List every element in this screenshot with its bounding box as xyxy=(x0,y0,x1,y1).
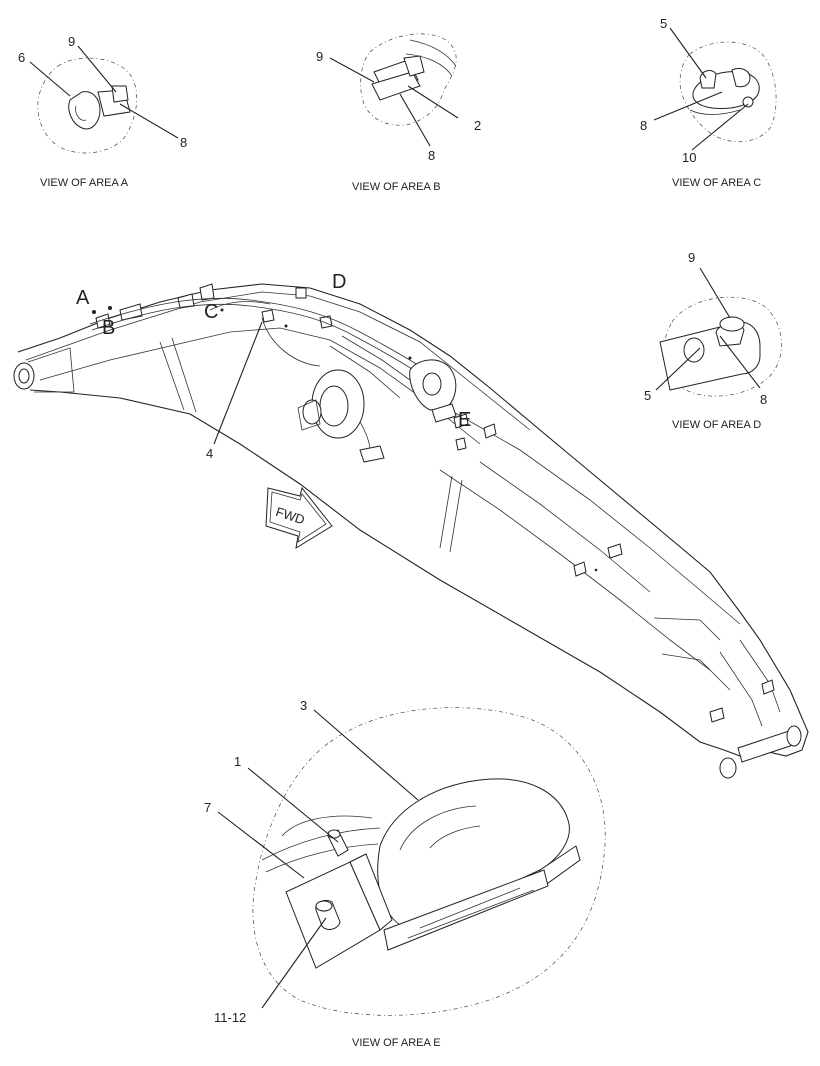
forward-arrow: FWD xyxy=(265,486,333,549)
callout-1: 1 xyxy=(234,754,241,769)
area-label-c: C xyxy=(204,301,218,323)
area-label-b: B xyxy=(102,317,115,339)
callout-7: 7 xyxy=(204,800,211,815)
area-label-e: E xyxy=(458,409,471,431)
view-area-a: 6 9 8 VIEW OF AREA A xyxy=(18,34,187,189)
view-area-c: 5 8 10 VIEW OF AREA C xyxy=(640,16,777,189)
callout-10: 10 xyxy=(682,150,696,165)
callout-4: 4 xyxy=(206,446,213,461)
area-label-d: D xyxy=(332,271,346,293)
callout-3: 3 xyxy=(300,698,307,713)
view-caption-e: VIEW OF AREA E xyxy=(352,1037,441,1049)
callout-9: 9 xyxy=(68,34,75,49)
callout-5: 5 xyxy=(644,388,651,403)
callout-8: 8 xyxy=(640,118,647,133)
view-caption-d: VIEW OF AREA D xyxy=(672,419,761,431)
callout-8: 8 xyxy=(180,135,187,150)
callout-8: 8 xyxy=(428,148,435,163)
view-caption-c: VIEW OF AREA C xyxy=(672,177,761,189)
view-area-d: 9 8 5 VIEW OF AREA D xyxy=(644,250,782,431)
callout-9: 9 xyxy=(316,49,323,64)
area-label-a: A xyxy=(76,287,90,309)
callout-5: 5 xyxy=(660,16,667,31)
view-caption-b: VIEW OF AREA B xyxy=(352,181,441,193)
callout-9: 9 xyxy=(688,250,695,265)
view-area-b: 9 2 8 VIEW OF AREA B xyxy=(316,33,481,193)
callout-6: 6 xyxy=(18,50,25,65)
view-area-e: 3 1 7 11-12 VIEW OF AREA E xyxy=(204,698,606,1049)
view-caption-a: VIEW OF AREA A xyxy=(40,177,129,189)
boom-assembly: A B C D E 4 xyxy=(13,271,809,779)
callout-2: 2 xyxy=(474,118,481,133)
callout-11-12: 11-12 xyxy=(214,1010,246,1025)
callout-8: 8 xyxy=(760,392,767,407)
